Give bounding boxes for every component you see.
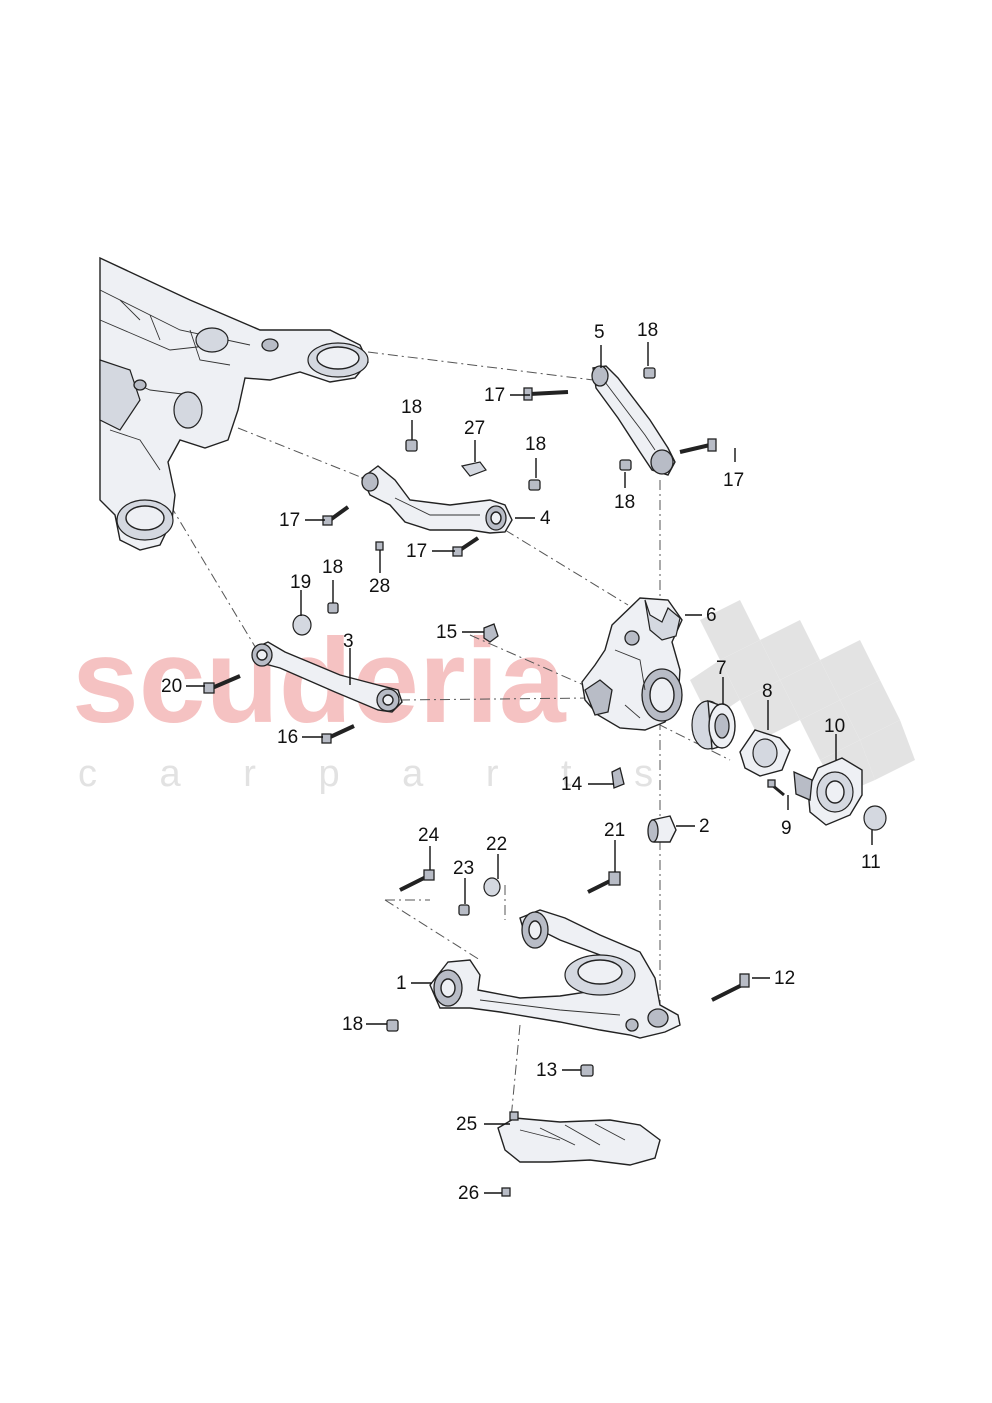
bolt-17d — [452, 536, 480, 557]
screw-25 — [509, 1111, 519, 1121]
callout-26: 26 — [458, 1183, 479, 1204]
callout-21: 21 — [604, 820, 625, 841]
callout-20: 20 — [161, 676, 182, 697]
nut-18f — [386, 1019, 399, 1032]
callout-28: 28 — [369, 576, 390, 597]
nut-13 — [580, 1064, 594, 1077]
screw-26 — [501, 1187, 511, 1197]
callout-18: 18 — [401, 397, 422, 418]
nut-22 — [483, 877, 501, 897]
bolt-17c — [322, 505, 350, 526]
bolt-16 — [321, 724, 355, 744]
callout-13: 13 — [536, 1060, 557, 1081]
callout-18: 18 — [525, 434, 546, 455]
callout-15: 15 — [436, 622, 457, 643]
nut-18d — [528, 479, 541, 491]
bolt-12 — [711, 973, 750, 1002]
bolt-20 — [203, 674, 241, 694]
callout-17: 17 — [484, 385, 505, 406]
nut-18e — [327, 602, 339, 614]
bracket-27 — [460, 461, 487, 477]
callout-7: 7 — [716, 658, 727, 679]
callout-14: 14 — [561, 774, 583, 795]
nut-11 — [863, 805, 887, 831]
cover-plate — [497, 1117, 661, 1166]
callout-4: 4 — [540, 508, 551, 529]
bolt-17a — [523, 387, 569, 401]
callout-leaders — [186, 342, 873, 1194]
callout-24: 24 — [418, 825, 440, 846]
callout-16: 16 — [277, 727, 298, 748]
callout-5: 5 — [594, 322, 605, 343]
wheel-hub — [793, 757, 863, 826]
checker-flag-watermark — [690, 600, 915, 795]
sensor-15 — [483, 623, 499, 643]
callout-18: 18 — [614, 492, 635, 513]
callout-11: 11 — [861, 852, 881, 873]
callout-12: 12 — [774, 968, 795, 989]
callout-17: 17 — [406, 541, 427, 562]
track-rod — [251, 641, 403, 713]
nut-18a — [643, 367, 656, 379]
callout-27: 27 — [464, 418, 485, 439]
nut-18c — [405, 439, 418, 452]
callout-22: 22 — [486, 834, 507, 855]
callout-18: 18 — [342, 1014, 363, 1035]
bolt-17b — [679, 438, 717, 454]
subframe — [99, 256, 369, 551]
bolt-24 — [399, 869, 435, 892]
callout-19: 19 — [290, 572, 311, 593]
callout-1: 1 — [396, 973, 407, 994]
callout-2: 2 — [699, 816, 710, 837]
wheel-bearing-housing — [581, 597, 683, 731]
sensor-14 — [611, 767, 625, 789]
callout-17: 17 — [723, 470, 744, 491]
control-arm-lower — [429, 909, 681, 1039]
bolt-9 — [767, 779, 785, 797]
nut-23 — [458, 904, 470, 916]
bushing-19 — [292, 614, 312, 636]
watermark-tagline: c a r p a r t s — [78, 753, 679, 795]
bolt-21 — [587, 871, 621, 894]
callout-25: 25 — [456, 1114, 477, 1135]
callout-10: 10 — [824, 716, 845, 737]
callout-6: 6 — [706, 605, 717, 626]
callout-18: 18 — [637, 320, 658, 341]
abs-sensor-ring — [739, 729, 791, 777]
bolt-28 — [375, 541, 384, 551]
callout-9: 9 — [781, 818, 792, 839]
fasteners — [203, 367, 887, 1197]
upper-control-arm-rear — [591, 365, 676, 476]
callout-17: 17 — [279, 510, 300, 531]
callout-23: 23 — [453, 858, 474, 879]
wheel-bearing — [691, 699, 736, 750]
watermark: scuderia c a r p a r t s — [72, 600, 915, 795]
callout-3: 3 — [343, 631, 354, 652]
callout-8: 8 — [762, 681, 773, 702]
nut-18b — [619, 459, 632, 471]
upper-control-arm-front — [361, 465, 513, 534]
callout-labels: 5 18 17 17 18 18 27 18 4 17 17 28 19 18 … — [161, 320, 881, 1204]
callout-18: 18 — [322, 557, 343, 578]
bushing — [647, 815, 677, 843]
